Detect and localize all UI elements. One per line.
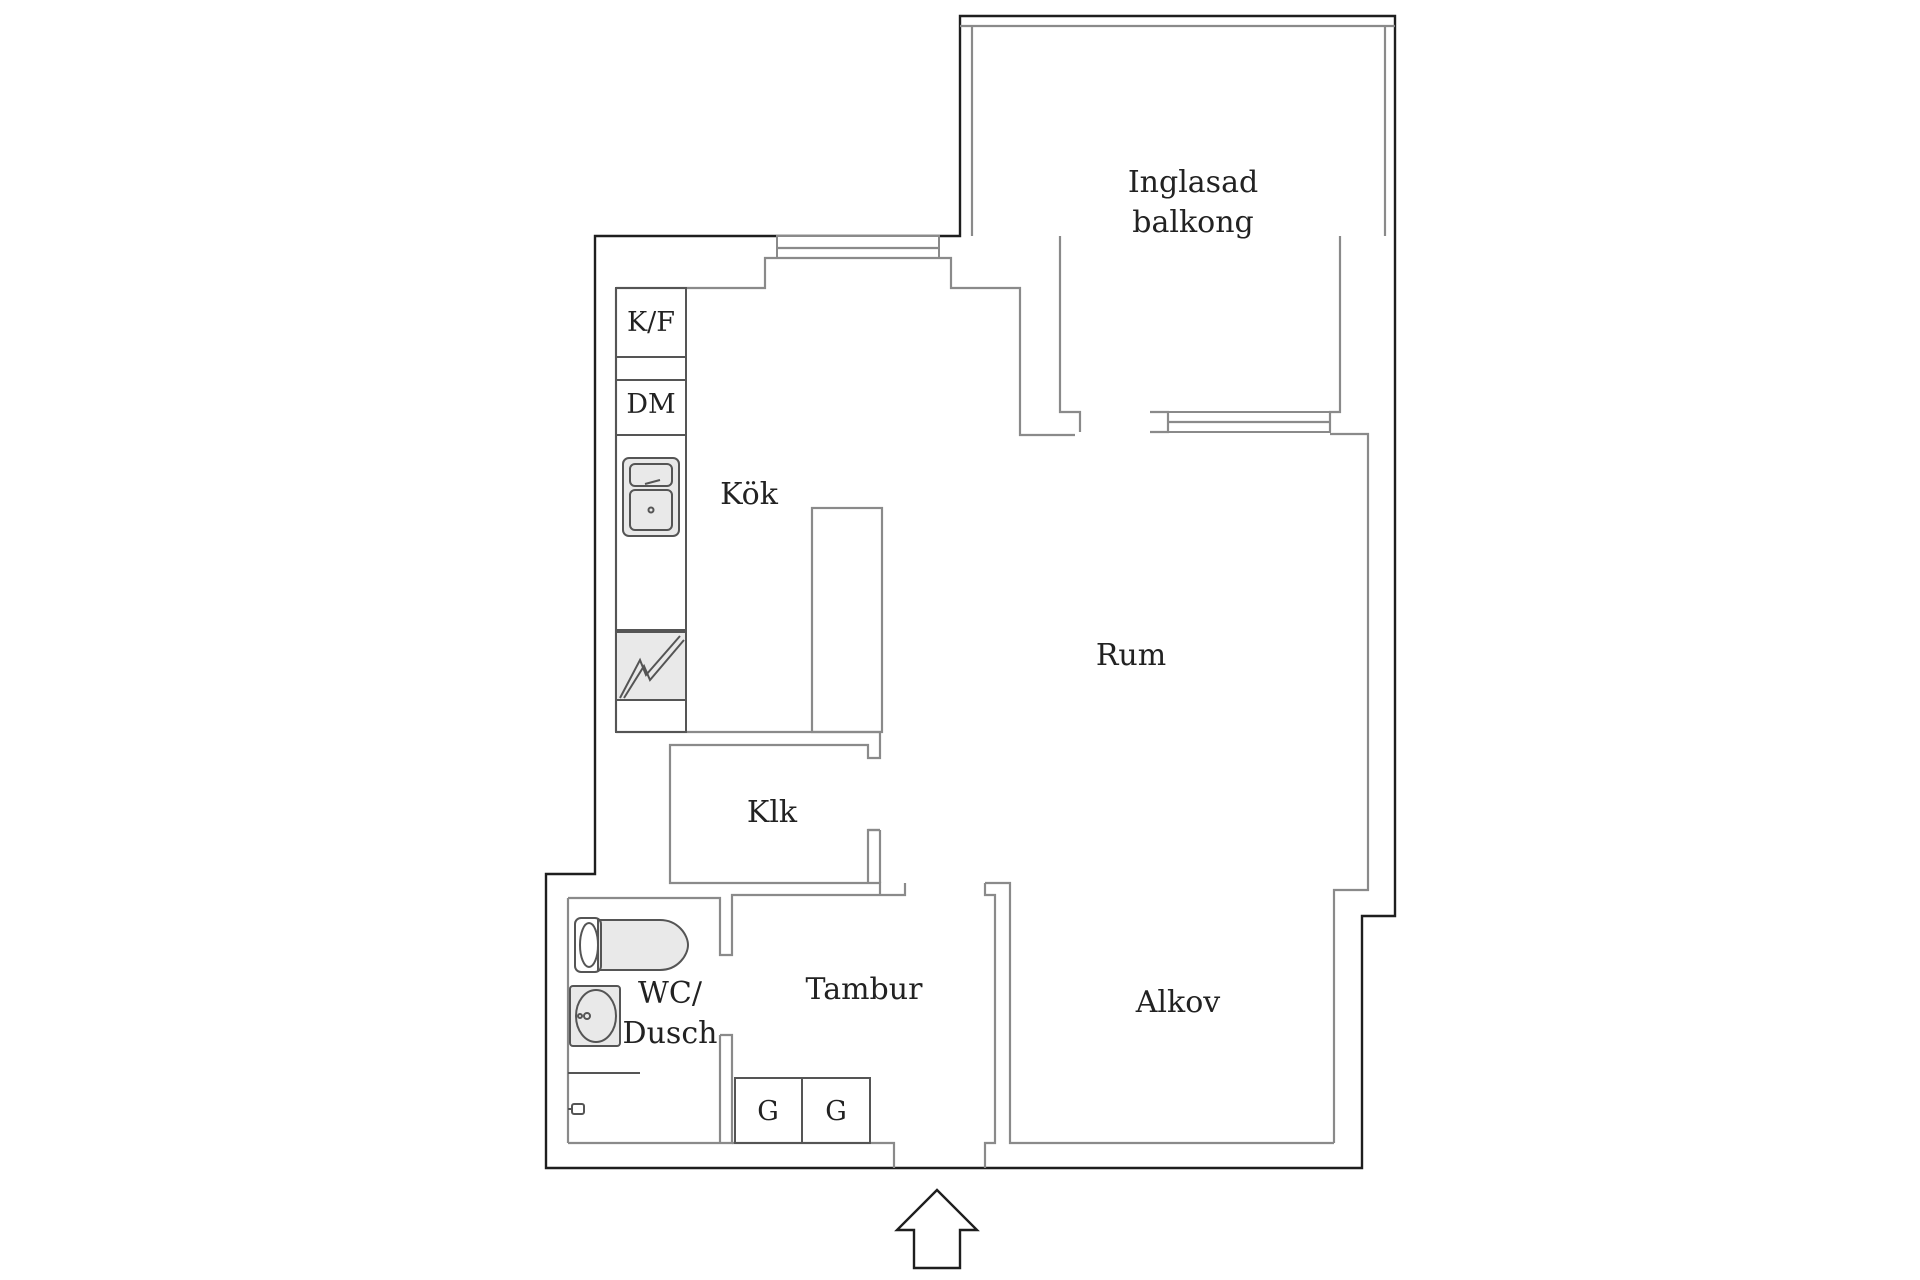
alcove-label: Alkov	[1135, 985, 1221, 1020]
windows	[776, 235, 1331, 433]
dishwasher-label: DM	[626, 389, 675, 420]
wardrobe-2-label: G	[825, 1096, 847, 1127]
outer-walls	[544, 14, 1397, 1170]
hall-label: Tambur	[806, 972, 924, 1007]
balcony-label-line1: Inglasad	[1128, 165, 1258, 200]
kitchen-label: Kök	[720, 477, 779, 512]
toilet-icon	[574, 917, 690, 973]
shower-icon	[568, 1072, 640, 1115]
bathroom-label-line2: Dusch	[623, 1016, 718, 1051]
entrance-arrow-icon	[894, 1188, 980, 1270]
living-room-label: Rum	[1096, 638, 1166, 673]
balcony-label-line2: balkong	[1132, 205, 1253, 240]
bathroom-label-line1: WC/	[638, 976, 703, 1011]
closet-label: Klk	[747, 795, 798, 830]
wardrobe-1-label: G	[757, 1096, 779, 1127]
balcony-glazing	[960, 24, 1395, 236]
wardrobes	[734, 1077, 871, 1144]
sink-icon	[622, 457, 680, 537]
stove-icon	[615, 631, 687, 701]
fridge-freezer-label: K/F	[627, 307, 675, 338]
washbasin-icon	[569, 985, 621, 1047]
